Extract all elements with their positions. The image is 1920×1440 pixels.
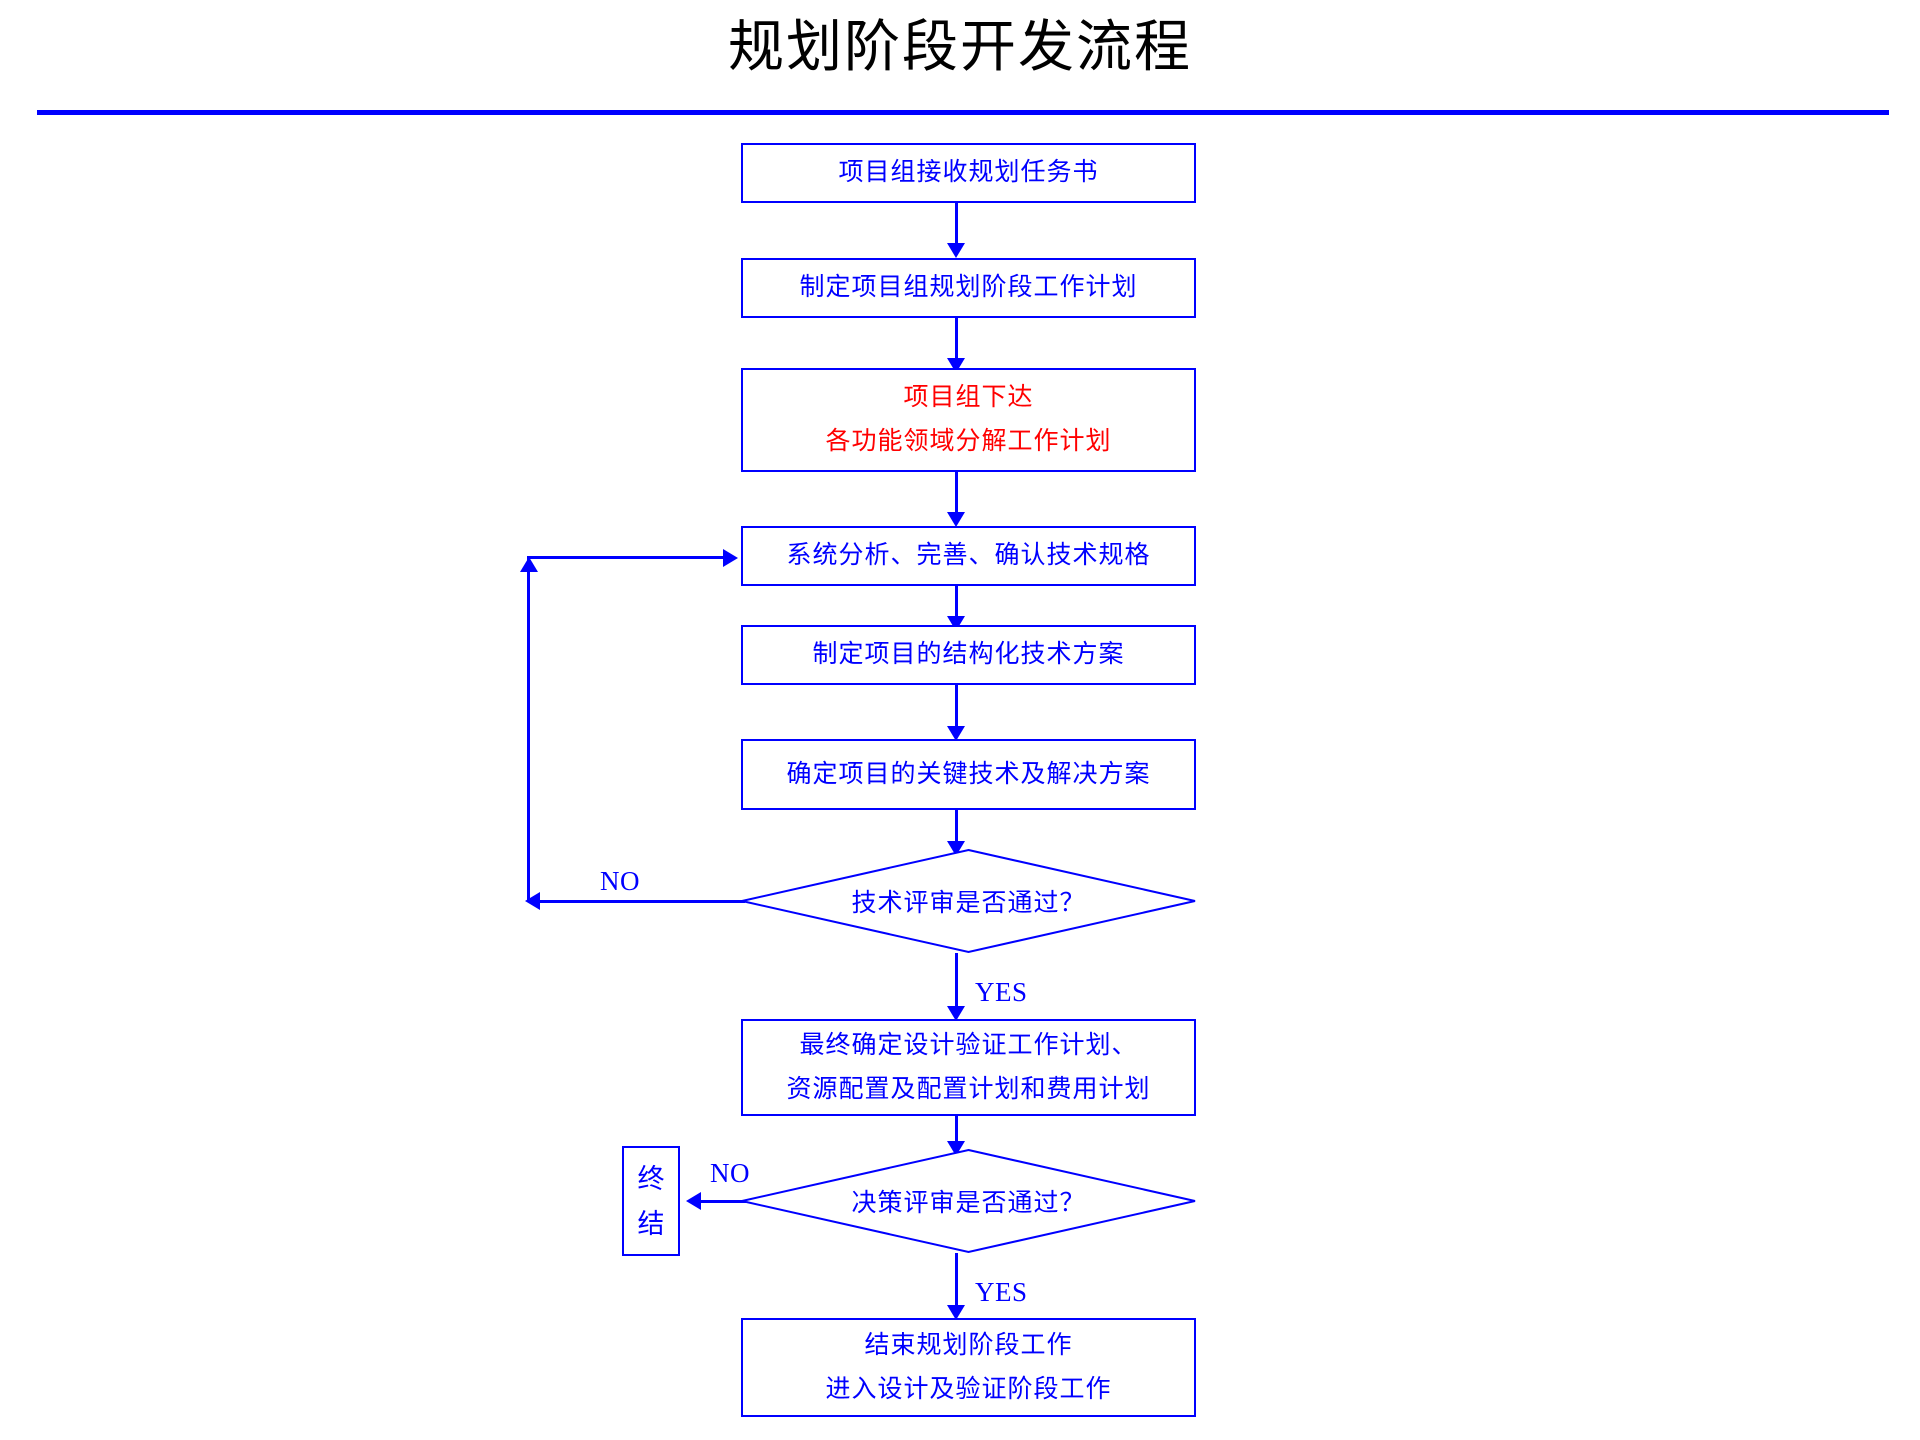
node-finalize-verification-plan[interactable]: 最终确定设计验证工作计划、 资源配置及配置计划和费用计划 — [741, 1019, 1196, 1116]
arrowhead-loop-into-n4-icon — [723, 549, 738, 567]
connector-n2-n3 — [955, 318, 958, 364]
arrowhead-d2-yes-icon — [947, 1305, 965, 1320]
connector-n1-n2 — [955, 203, 958, 249]
decision-label: 决策评审是否通过？ — [851, 1190, 1086, 1217]
node-label: 系统分析、完善、确认技术规格 — [786, 542, 1151, 569]
connector-loop-into-n4 — [527, 556, 723, 559]
node-label: 确定项目的关键技术及解决方案 — [786, 760, 1151, 788]
arrowhead-loop-riser-icon — [520, 557, 538, 572]
arrowhead-d2-no-icon — [686, 1192, 701, 1210]
connector-n3-n4 — [955, 472, 958, 517]
page-title: 规划阶段开发流程 — [728, 17, 1192, 79]
node-label: 项目组接收规划任务书 — [838, 159, 1099, 186]
node-label-line2: 各功能领域分解工作计划 — [825, 428, 1112, 455]
node-label-line1: 最终确定设计验证工作计划、 — [799, 1031, 1138, 1059]
node-make-planning-workplan[interactable]: 制定项目组规划阶段工作计划 — [741, 258, 1196, 318]
title-divider — [37, 110, 1889, 115]
connector-n5-n6 — [955, 685, 958, 735]
edge-label-technical-review-no: NO — [600, 866, 640, 896]
arrowhead-n1-n2-icon — [947, 243, 965, 258]
node-label-line1: 结束规划阶段工作 — [864, 1331, 1073, 1359]
decision-label: 技术评审是否通过？ — [851, 890, 1086, 917]
decision-management-review[interactable]: 决策评审是否通过？ — [741, 1148, 1196, 1254]
connector-loop-vertical — [527, 557, 530, 902]
edge-label-technical-review-yes: YES — [975, 977, 1028, 1007]
terminator-char-1: 终 — [637, 1163, 665, 1194]
node-structured-tech-plan[interactable]: 制定项目的结构化技术方案 — [741, 625, 1196, 685]
terminator-char-2: 结 — [637, 1208, 665, 1239]
arrowhead-n3-n4-icon — [947, 512, 965, 527]
node-terminate[interactable]: 终 结 — [622, 1146, 680, 1256]
node-end-planning-enter-design[interactable]: 结束规划阶段工作 进入设计及验证阶段工作 — [741, 1318, 1196, 1417]
node-issue-decomposed-workplan[interactable]: 项目组下达 各功能领域分解工作计划 — [741, 368, 1196, 472]
node-receive-planning-task[interactable]: 项目组接收规划任务书 — [741, 143, 1196, 203]
arrowhead-d1-yes-icon — [947, 1006, 965, 1021]
node-label: 制定项目的结构化技术方案 — [812, 641, 1125, 668]
diamond-shape-icon — [741, 848, 1196, 954]
connector-d2-no — [700, 1200, 746, 1203]
edge-label-decision-review-no: NO — [710, 1158, 750, 1188]
connector-d2-yes — [955, 1253, 958, 1313]
edge-label-decision-review-yes: YES — [975, 1277, 1028, 1307]
node-label-line2: 进入设计及验证阶段工作 — [825, 1375, 1112, 1403]
node-label: 制定项目组规划阶段工作计划 — [799, 274, 1138, 301]
connector-n4-n5 — [955, 586, 958, 622]
connector-n7-d2 — [955, 1116, 958, 1150]
node-system-analysis-confirm-spec[interactable]: 系统分析、完善、确认技术规格 — [741, 526, 1196, 586]
arrowhead-n5-n6-icon — [947, 726, 965, 741]
connector-d1-no-horizontal — [540, 900, 745, 903]
node-label-line2: 资源配置及配置计划和费用计划 — [786, 1075, 1151, 1103]
connector-d1-yes — [955, 953, 958, 1013]
diamond-shape-icon — [741, 1148, 1196, 1254]
node-key-tech-and-solution[interactable]: 确定项目的关键技术及解决方案 — [741, 739, 1196, 810]
node-label-line1: 项目组下达 — [903, 384, 1034, 411]
decision-technical-review[interactable]: 技术评审是否通过？ — [741, 848, 1196, 954]
connector-n6-d1 — [955, 810, 958, 850]
